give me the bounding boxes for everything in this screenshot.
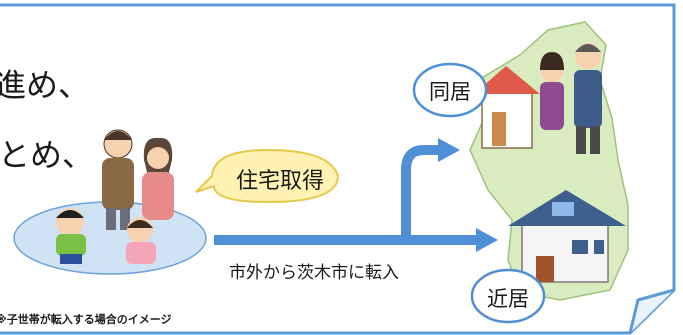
folded-corner [628, 288, 675, 334]
family-illustration [56, 129, 174, 264]
caption-line-2: とめ、 [0, 136, 95, 174]
house-illustration [508, 190, 626, 283]
bubble-label: 住宅取得 [236, 169, 325, 194]
footnote: ※子世帯が転入する場合のイメージ [0, 313, 172, 326]
elderly-couple-illustration [474, 43, 602, 154]
arrow-label: 市外から茨木市に転入 [229, 263, 399, 283]
tag-kinkyo-bubble [470, 268, 546, 324]
caption-line-1: 進め、 [0, 66, 91, 104]
arrow-icon [214, 138, 498, 252]
tag-dokyo: 同居 [429, 80, 471, 104]
speech-bubble [195, 148, 340, 204]
tag-dokyo-bubble [412, 62, 488, 118]
tag-kinkyo: 近居 [487, 287, 529, 311]
